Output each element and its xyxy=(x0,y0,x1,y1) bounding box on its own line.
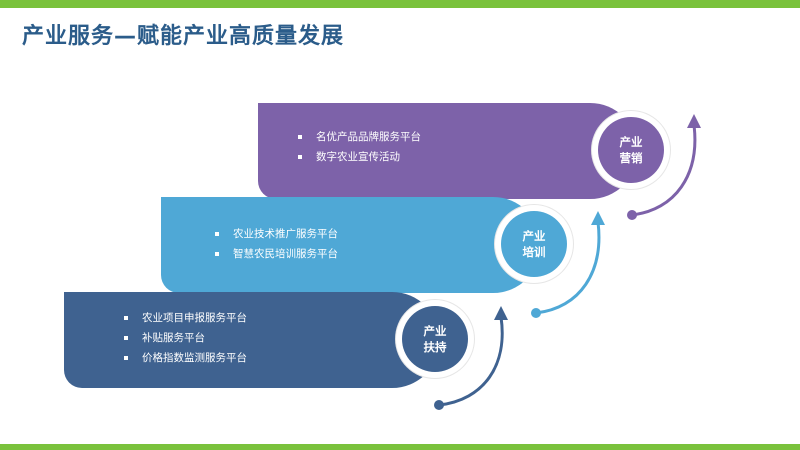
training-circle-line1: 产业 xyxy=(522,229,546,243)
training-circle: 产业 培训 xyxy=(495,205,573,283)
list-item: 数字农业宣传活动 xyxy=(298,147,421,167)
marketing-circle: 产业 营销 xyxy=(592,111,670,189)
list-item: 农业技术推广服务平台 xyxy=(215,224,338,244)
marketing-circle-line1: 产业 xyxy=(619,135,643,149)
top-accent-bar xyxy=(0,0,800,8)
support-circle-line2: 扶持 xyxy=(423,340,447,354)
bottom-accent-bar xyxy=(0,444,800,450)
list-item: 名优产品品牌服务平台 xyxy=(298,127,421,147)
list-item: 补贴服务平台 xyxy=(124,328,247,348)
support-arrow-dot xyxy=(434,400,444,410)
page-title: 产业服务—赋能产业高质量发展 xyxy=(22,24,345,49)
marketing-arrowhead xyxy=(687,114,701,128)
support-arrowhead xyxy=(494,306,508,320)
list-item: 智慧农民培训服务平台 xyxy=(215,244,338,264)
marketing-band xyxy=(258,103,638,199)
marketing-circle-line2: 营销 xyxy=(619,151,643,165)
training-arrowhead xyxy=(591,211,605,225)
training-circle-line2: 培训 xyxy=(522,245,546,259)
support-circle: 产业 扶持 xyxy=(396,300,474,378)
support-circle-line1: 产业 xyxy=(423,324,447,338)
support-arrow xyxy=(438,316,504,407)
training-item-list: 农业技术推广服务平台 智慧农民培训服务平台 xyxy=(215,224,338,264)
support-band xyxy=(64,292,440,388)
marketing-arrow-dot xyxy=(627,210,637,220)
training-arrow-dot xyxy=(531,308,541,318)
support-item-list: 农业项目申报服务平台 补贴服务平台 价格指数监测服务平台 xyxy=(124,308,247,368)
list-item: 价格指数监测服务平台 xyxy=(124,348,247,368)
training-arrow xyxy=(535,221,601,315)
marketing-item-list: 名优产品品牌服务平台 数字农业宣传活动 xyxy=(298,127,421,167)
list-item: 农业项目申报服务平台 xyxy=(124,308,247,328)
marketing-arrow xyxy=(631,124,697,217)
training-band xyxy=(161,197,541,293)
